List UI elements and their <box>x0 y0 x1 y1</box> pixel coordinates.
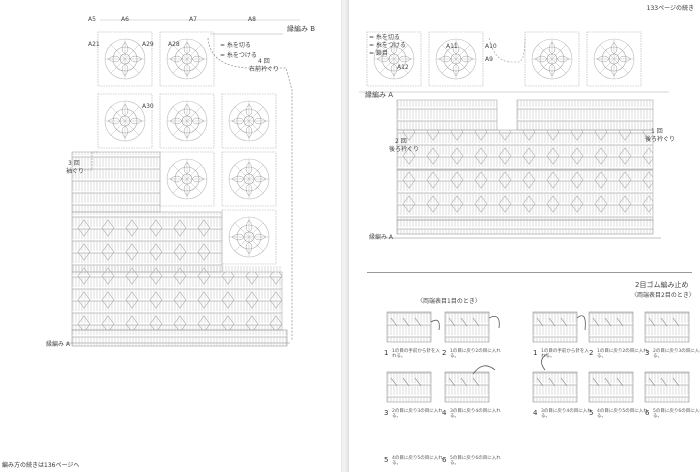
page-footer: 編み方の続きは136ページへ <box>2 462 80 469</box>
left-method-caption: 〈両端表目1目のとき〉 <box>417 298 481 305</box>
round3-label: 3 回 <box>68 160 80 167</box>
motif-label-a29: A29 <box>142 41 154 48</box>
book-gutter <box>341 0 349 472</box>
motif-label-a21: A21 <box>88 41 100 48</box>
round1-sub-label: 後ろ衿ぐり <box>645 136 676 143</box>
legend-attach: = 糸をつける <box>369 42 406 49</box>
left-crochet-diagram <box>66 19 300 347</box>
left-page: A5 A6 A7 A8 A21 A29 A28 A30 縁編み B = 糸を切る… <box>0 0 341 472</box>
round2-sub-label: 後ろ衿ぐり <box>389 146 420 153</box>
legend-attach: = 糸をつける <box>220 52 257 59</box>
edge-a-bottom-label: 縁編み A <box>369 234 394 241</box>
edge-a-label: 縁編み A <box>365 91 394 99</box>
round4-sub-label: 右前衿ぐり <box>249 66 280 73</box>
section-title: 2目ゴム編み止め <box>635 281 689 289</box>
motif-label-a9: A9 <box>485 56 493 63</box>
right-method-caption: 〈両端表目2目のとき〉 <box>631 292 695 299</box>
motif-label-a12: A12 <box>397 64 409 71</box>
motif-label-a7: A7 <box>189 16 197 23</box>
page-header: 133ページの続き <box>646 5 694 12</box>
motif-label-a10: A10 <box>485 43 497 50</box>
round4-label: 4 回 <box>258 58 270 65</box>
round1-label: 1 回 <box>651 128 663 135</box>
round3-sub-label: 袖ぐり <box>66 168 85 175</box>
motif-label-a5: A5 <box>88 16 96 23</box>
legend-chain: = 鎖目 <box>369 50 388 57</box>
motif-label-a6: A6 <box>121 16 129 23</box>
round2-label: 2 回 <box>395 138 407 145</box>
legend-cut: = 糸を切る <box>369 34 400 41</box>
motif-label-a30: A30 <box>142 103 154 110</box>
right-page: 133ページの続き <box>349 0 700 472</box>
section-divider <box>367 272 692 273</box>
edge-a-label: 縁編み A <box>46 341 71 348</box>
motif-label-a28: A28 <box>168 41 180 48</box>
motif-label-a11: A11 <box>446 43 458 50</box>
motif-label-a8: A8 <box>248 16 256 23</box>
legend-cut: = 糸を切る <box>220 42 251 49</box>
right-crochet-diagram <box>359 31 690 403</box>
edge-b-label: 縁編み B <box>287 25 316 33</box>
